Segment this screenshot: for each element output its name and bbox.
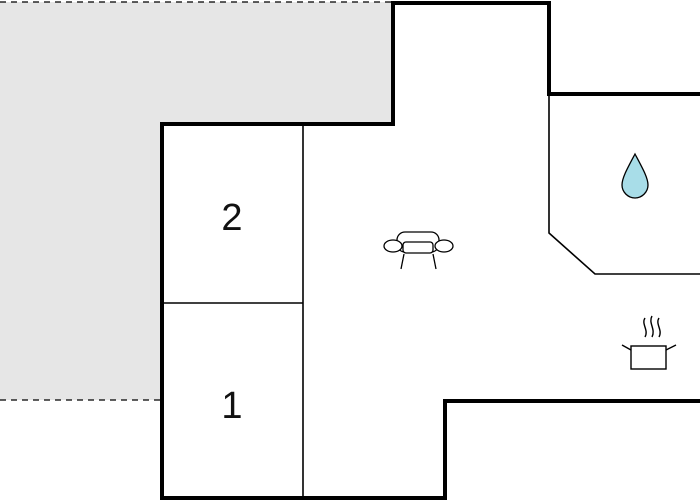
bathroom-wall <box>548 94 700 275</box>
outer-wall <box>160 1 700 500</box>
sofa-icon <box>383 231 454 270</box>
cooking-pot-icon <box>621 315 677 370</box>
room-label-1: 1 <box>221 385 242 427</box>
room-label-2: 2 <box>221 197 242 239</box>
water-drop-icon <box>621 152 649 199</box>
outdoor-area <box>0 2 393 400</box>
